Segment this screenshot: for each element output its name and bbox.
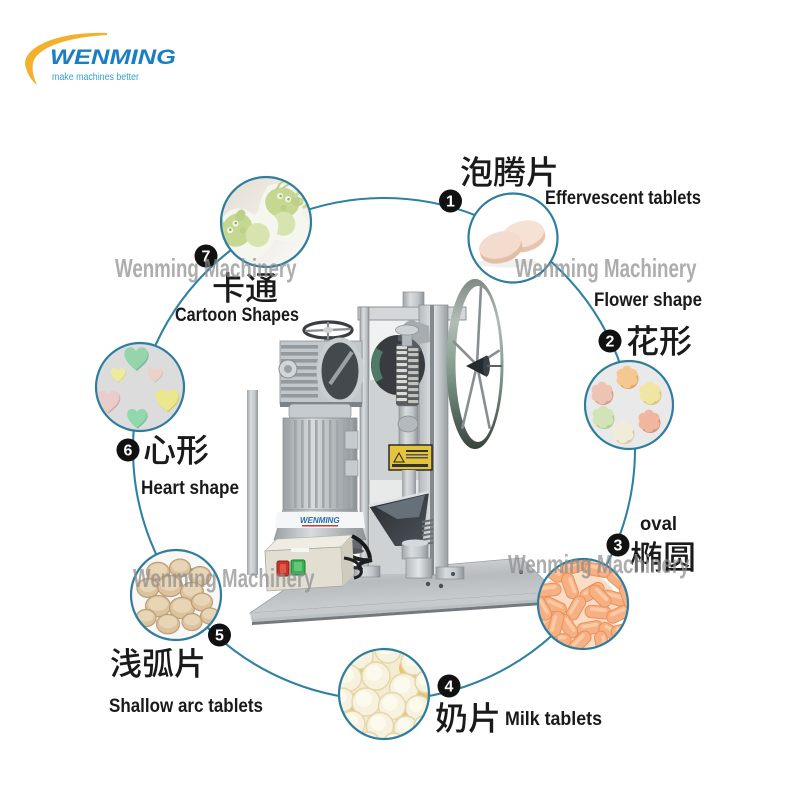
svg-text:WENMING: WENMING: [300, 516, 340, 525]
svg-text:3: 3: [614, 538, 623, 555]
svg-text:Heart shape: Heart shape: [141, 477, 239, 499]
svg-text:7: 7: [202, 249, 211, 266]
svg-text:1: 1: [446, 194, 455, 211]
svg-text:5: 5: [215, 628, 224, 645]
svg-text:Wenming Machinery: Wenming Machinery: [115, 253, 297, 283]
svg-text:make machines better: make machines better: [52, 72, 140, 83]
svg-text:Wenming Machinery: Wenming Machinery: [508, 549, 690, 579]
svg-text:Wenming Machinery: Wenming Machinery: [133, 563, 315, 593]
svg-text:Cartoon Shapes: Cartoon Shapes: [175, 304, 299, 326]
svg-text:Flower shape: Flower shape: [594, 289, 702, 311]
svg-text:Wenming Machinery: Wenming Machinery: [515, 253, 697, 283]
svg-text:Shallow arc tablets: Shallow arc tablets: [109, 695, 263, 717]
svg-text:4: 4: [445, 679, 454, 696]
svg-text:WENMING: WENMING: [50, 45, 176, 69]
svg-text:Effervescent tablets: Effervescent tablets: [545, 187, 701, 209]
svg-text:oval: oval: [640, 513, 677, 535]
svg-text:Milk tablets: Milk tablets: [505, 708, 602, 730]
svg-text:2: 2: [606, 334, 615, 351]
svg-text:6: 6: [124, 443, 133, 460]
